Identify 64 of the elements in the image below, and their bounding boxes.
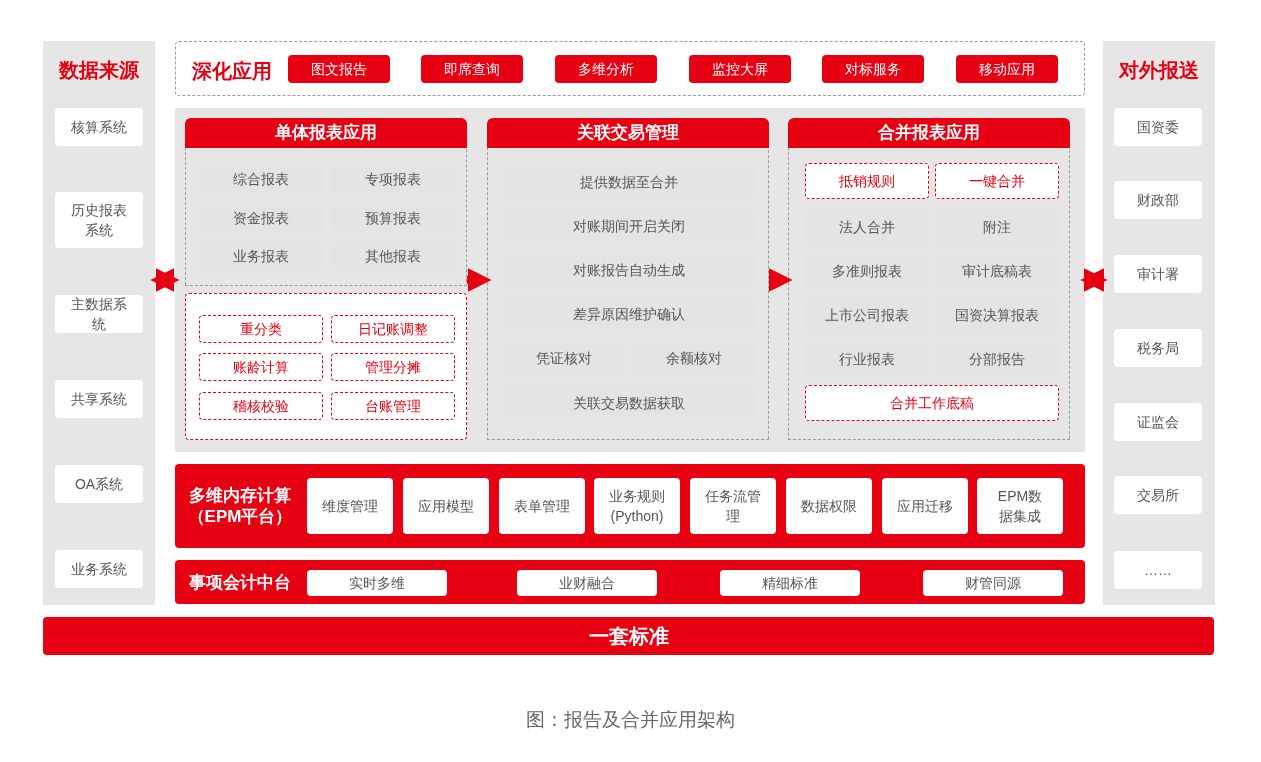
column-header: 合并报表应用 — [788, 118, 1070, 148]
system-box: 财政部 — [1114, 181, 1202, 219]
system-box: 国资委 — [1114, 108, 1202, 146]
module-column — [487, 118, 769, 440]
application-panel — [175, 41, 1085, 96]
platform-item: 数据权限 — [786, 478, 872, 534]
application-tag: 多维分析 — [555, 55, 657, 83]
band-title: 事项会计中台 — [188, 571, 292, 593]
highlight-item: 一键合并 — [935, 163, 1059, 199]
system-box: 业务系统 — [55, 550, 143, 588]
standard-bar: 一套标准 — [43, 617, 1214, 655]
module-area — [175, 108, 1085, 452]
platform-item: 业财融合 — [517, 570, 657, 596]
platform-band — [175, 464, 1085, 548]
platform-item: 实时多维 — [307, 570, 447, 596]
platform-item: 任务流管理 — [690, 478, 776, 534]
system-box: OA系统 — [55, 465, 143, 503]
platform-item: 业务规则 (Python) — [594, 478, 680, 534]
highlight-item: 账龄计算 — [199, 353, 323, 381]
system-box: 交易所 — [1114, 476, 1202, 514]
arrow — [768, 268, 793, 292]
side-panel — [43, 41, 155, 605]
adjustment-group — [185, 293, 467, 440]
band-title: 多维内存计算（EPM平台） — [186, 485, 294, 527]
system-box: 税务局 — [1114, 329, 1202, 367]
side-panel — [1103, 41, 1215, 605]
panel-title: 深化应用 — [192, 59, 272, 84]
platform-item: 应用迁移 — [882, 478, 968, 534]
highlight-item: 重分类 — [199, 315, 323, 343]
application-tag: 对标服务 — [822, 55, 924, 83]
platform-item: 维度管理 — [307, 478, 393, 534]
column-header: 单体报表应用 — [185, 118, 467, 148]
application-tag: 监控大屏 — [689, 55, 791, 83]
arrow — [467, 268, 492, 292]
system-box: …… — [1114, 551, 1202, 589]
panel-title: 对外报送 — [1117, 58, 1200, 83]
system-box: 证监会 — [1114, 403, 1202, 441]
application-tag: 移动应用 — [956, 55, 1058, 83]
system-box: 主数据系统 — [55, 295, 143, 333]
highlight-item: 稽核校验 — [199, 392, 323, 420]
platform-band — [175, 560, 1085, 604]
system-box: 核算系统 — [55, 108, 143, 146]
arrow — [1080, 268, 1108, 292]
system-box: 共享系统 — [55, 380, 143, 418]
arrow — [150, 268, 180, 292]
module-column — [788, 118, 1070, 440]
application-tag: 图文报告 — [288, 55, 390, 83]
system-box: 历史报表系统 — [55, 192, 143, 248]
highlight-item: 抵销规则 — [805, 163, 929, 199]
system-box: 审计署 — [1114, 255, 1202, 293]
module-column — [185, 118, 467, 286]
platform-item: 应用模型 — [403, 478, 489, 534]
platform-item: 精细标准 — [720, 570, 860, 596]
platform-item: EPM数据集成 — [977, 478, 1063, 534]
application-tag: 即席查询 — [421, 55, 523, 83]
caption: 图：报告及合并应用架构 — [525, 708, 736, 732]
panel-title: 数据来源 — [58, 58, 140, 83]
highlight-item: 管理分摊 — [331, 353, 455, 381]
column-header: 关联交易管理 — [487, 118, 769, 148]
highlight-item: 日记账调整 — [331, 315, 455, 343]
highlight-item: 合并工作底稿 — [805, 385, 1059, 421]
platform-item: 财管同源 — [923, 570, 1063, 596]
highlight-item: 台账管理 — [331, 392, 455, 420]
platform-item: 表单管理 — [499, 478, 585, 534]
